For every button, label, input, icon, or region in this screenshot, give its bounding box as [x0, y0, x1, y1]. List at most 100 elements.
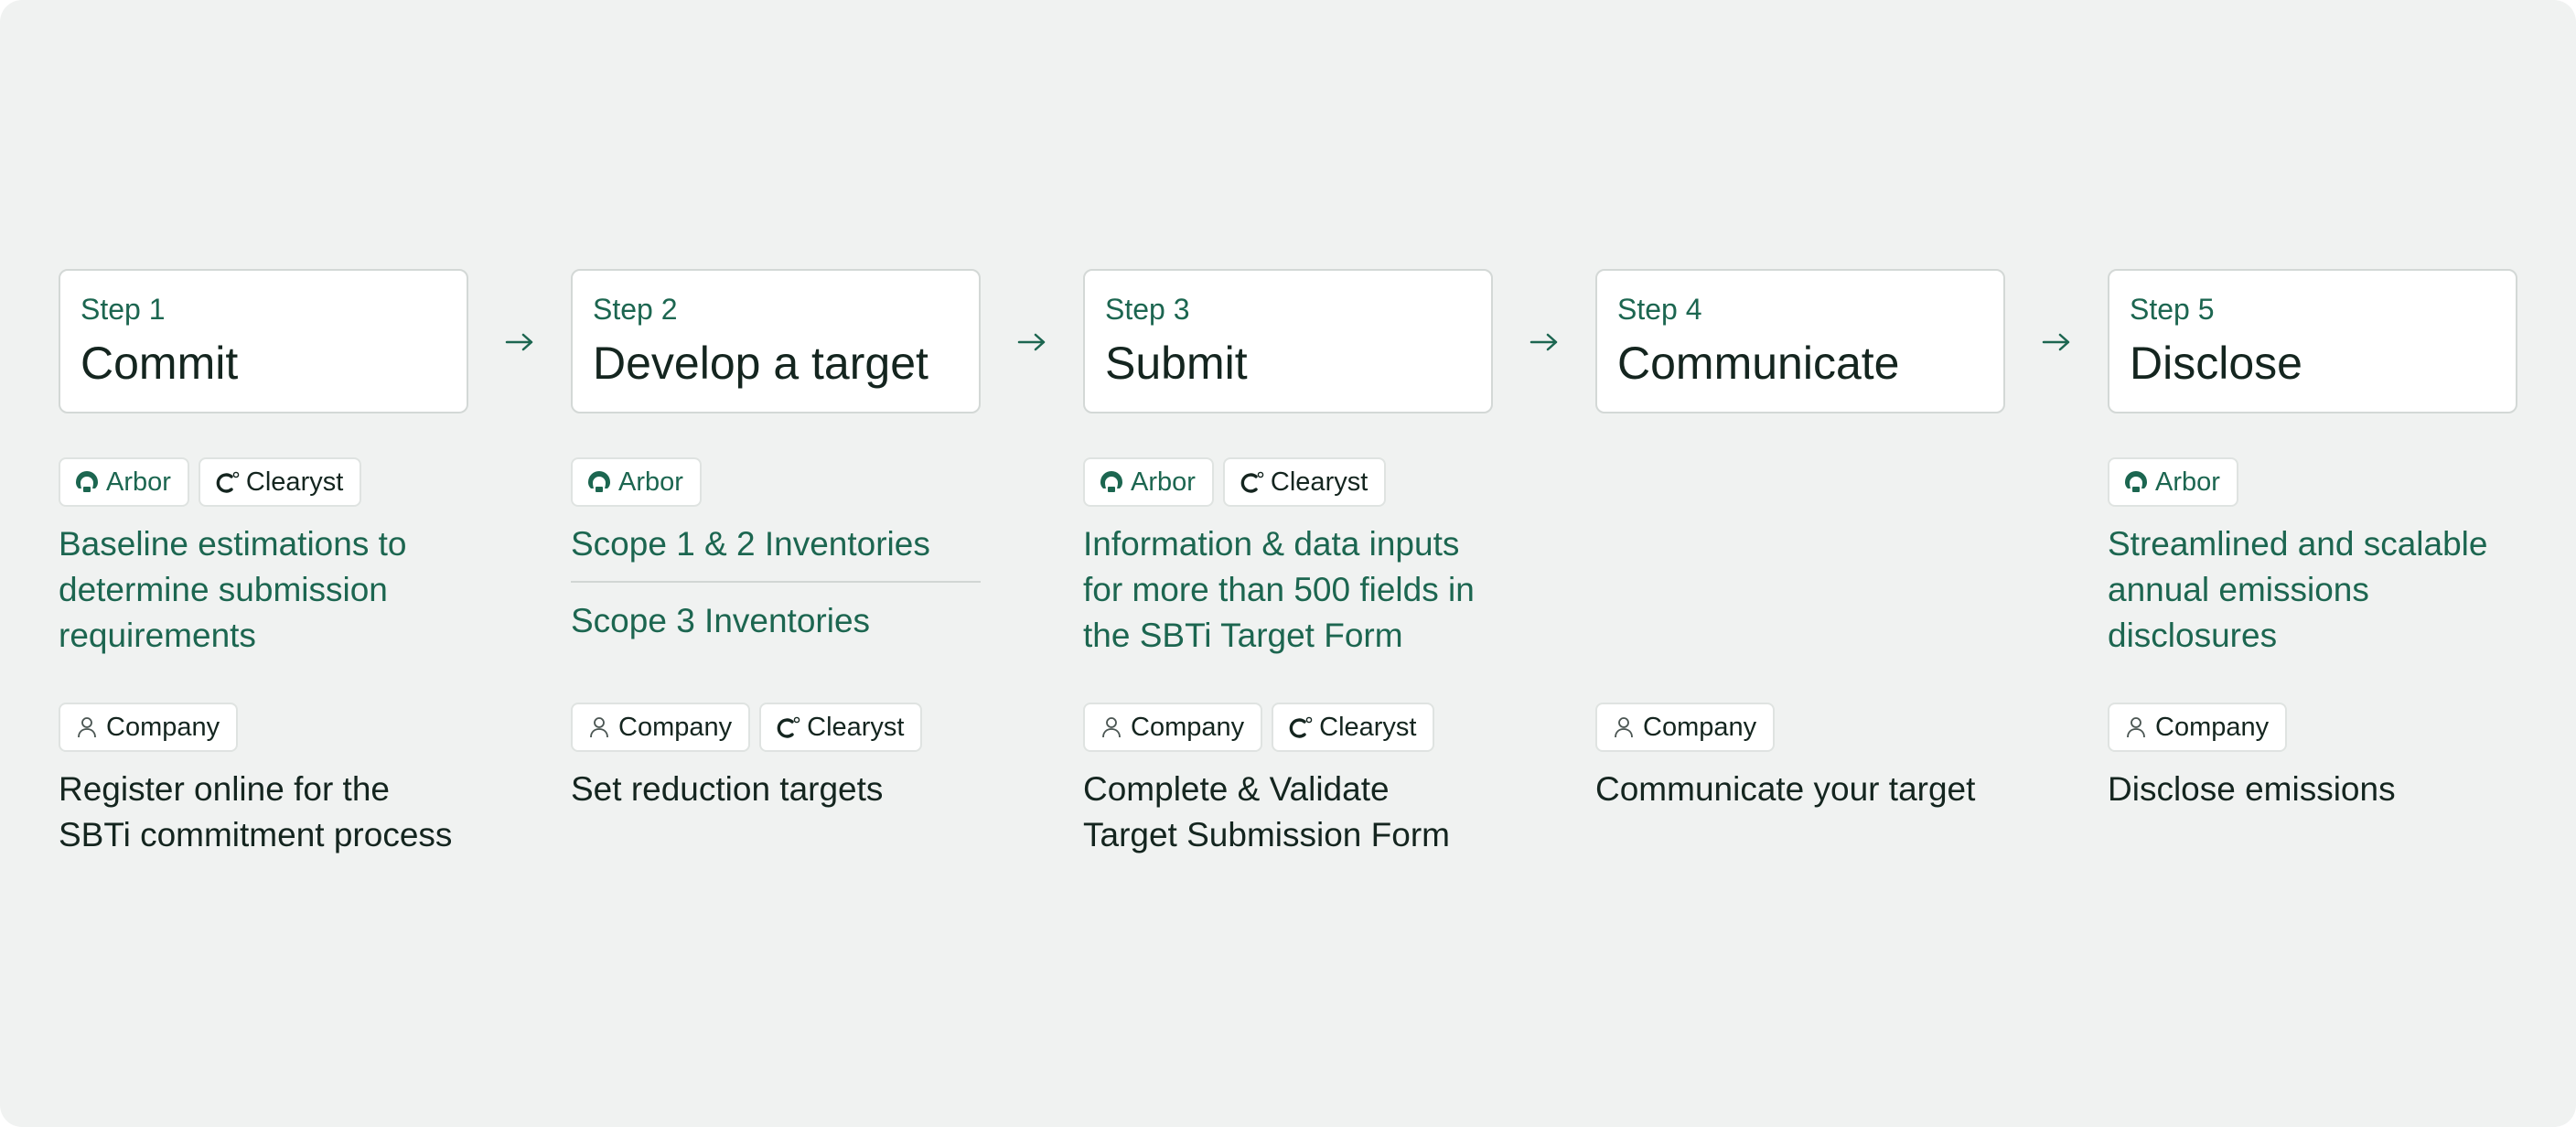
company-description: Set reduction targets — [571, 767, 1001, 812]
step-number: Step 4 — [1617, 293, 1702, 326]
company-description: Communicate your target — [1595, 767, 2025, 812]
text-line: Complete & Validate — [1083, 770, 1390, 808]
arrow-right-icon — [1530, 333, 1558, 351]
arbor-logo-icon — [2125, 471, 2147, 492]
arbor-badge: Arbor — [571, 457, 702, 507]
badge-label: Company — [618, 712, 733, 742]
step-number: Step 2 — [593, 293, 678, 326]
provider-badges: Arbor Clearyst — [1083, 457, 1387, 507]
badge-label: Clearyst — [1270, 467, 1368, 497]
badge-label: Clearyst — [807, 712, 905, 742]
company-badge: Company — [59, 703, 239, 752]
arbor-logo-icon — [588, 471, 610, 492]
text-line: Scope 3 Inventories — [571, 602, 871, 639]
badge-label: Arbor — [106, 467, 171, 497]
company-badges: Company — [59, 703, 239, 752]
company-badge: Company — [1083, 703, 1263, 752]
text-line: Set reduction targets — [571, 770, 884, 808]
person-icon — [590, 717, 608, 738]
provider-badges: Arbor Clearyst — [59, 457, 362, 507]
provider-badges: Arbor — [2108, 457, 2238, 507]
text-line: Register online for the — [59, 770, 390, 808]
arbor-badge: Arbor — [1083, 457, 1214, 507]
text-line: Baseline estimations to — [59, 525, 407, 563]
badge-label: Company — [106, 712, 220, 742]
step-card: Step 1 Commit — [59, 269, 468, 413]
provider-description-2: Scope 3 Inventories — [571, 598, 1001, 644]
person-icon — [78, 717, 96, 738]
company-description: Register online for the SBTi commitment … — [59, 767, 488, 858]
step-5: Step 5 Disclose Arbor Streamlined and sc… — [2108, 269, 2517, 808]
step-number: Step 5 — [2130, 293, 2215, 326]
step-number: Step 1 — [80, 293, 166, 326]
text-line: Streamlined and scalable — [2108, 525, 2488, 563]
text-line: Scope 1 & 2 Inventories — [571, 525, 930, 563]
badge-label: Arbor — [618, 467, 683, 497]
text-line: requirements — [59, 617, 256, 654]
text-line: disclosures — [2108, 617, 2278, 654]
text-line: Information & data inputs — [1083, 525, 1460, 563]
badge-label: Company — [1643, 712, 1757, 742]
clearyst-badge: Clearyst — [198, 457, 362, 507]
arbor-badge: Arbor — [59, 457, 189, 507]
company-badge: Company — [571, 703, 751, 752]
arbor-logo-icon — [1100, 471, 1122, 492]
clearyst-logo-icon — [216, 471, 240, 493]
text-line: annual emissions — [2108, 571, 2369, 608]
company-description: Complete & Validate Target Submission Fo… — [1083, 767, 1513, 858]
company-badges: Company Clearyst — [571, 703, 923, 752]
provider-description: Information & data inputs for more than … — [1083, 521, 1513, 659]
step-4: Step 4 Communicate Company Communicate y… — [1595, 269, 2005, 808]
text-line: Disclose emissions — [2108, 770, 2396, 808]
clearyst-logo-icon — [1240, 471, 1264, 493]
step-title: Disclose — [2130, 338, 2302, 389]
step-title: Develop a target — [593, 338, 928, 389]
company-badges: Company Clearyst — [1083, 703, 1435, 752]
text-line: determine submission — [59, 571, 388, 608]
person-icon — [2127, 717, 2145, 738]
step-1: Step 1 Commit Arbor Clearyst Baseline es… — [59, 269, 468, 853]
text-line: the SBTi Target Form — [1083, 617, 1403, 654]
person-icon — [1615, 717, 1633, 738]
arrow-right-icon — [2042, 333, 2070, 351]
step-card: Step 3 Submit — [1083, 269, 1493, 413]
step-title: Commit — [80, 338, 239, 389]
badge-label: Clearyst — [1319, 712, 1417, 742]
company-badge: Company — [1595, 703, 1776, 752]
divider — [571, 581, 981, 583]
clearyst-logo-icon — [1289, 716, 1313, 738]
step-3: Step 3 Submit Arbor Clearyst Information… — [1083, 269, 1493, 853]
text-line: for more than 500 fields in — [1083, 571, 1475, 608]
company-badges: Company — [1595, 703, 1776, 752]
step-number: Step 3 — [1105, 293, 1190, 326]
clearyst-badge: Clearyst — [1272, 703, 1435, 752]
provider-badges: Arbor — [571, 457, 702, 507]
provider-description: Baseline estimations to determine submis… — [59, 521, 488, 659]
text-line: SBTi commitment process — [59, 816, 453, 853]
arrow-right-icon — [505, 333, 533, 351]
step-card: Step 5 Disclose — [2108, 269, 2517, 413]
arrow-right-icon — [1017, 333, 1046, 351]
company-badges: Company — [2108, 703, 2288, 752]
company-description: Disclose emissions — [2108, 767, 2538, 812]
clearyst-logo-icon — [777, 716, 800, 738]
step-title: Communicate — [1617, 338, 1900, 389]
step-2: Step 2 Develop a target Arbor Scope 1 & … — [571, 269, 981, 808]
company-badge: Company — [2108, 703, 2288, 752]
step-card: Step 4 Communicate — [1595, 269, 2005, 413]
arbor-badge: Arbor — [2108, 457, 2238, 507]
arbor-logo-icon — [76, 471, 98, 492]
step-card: Step 2 Develop a target — [571, 269, 981, 413]
step-title: Submit — [1105, 338, 1248, 389]
clearyst-badge: Clearyst — [1222, 457, 1387, 507]
badge-label: Arbor — [2155, 467, 2220, 497]
text-line: Communicate your target — [1595, 770, 1976, 808]
badge-label: Company — [2155, 712, 2270, 742]
badge-label: Company — [1131, 712, 1245, 742]
badge-label: Clearyst — [245, 467, 344, 497]
badge-label: Arbor — [1131, 467, 1196, 497]
provider-description: Scope 1 & 2 Inventories — [571, 521, 1001, 567]
person-icon — [1102, 717, 1121, 738]
provider-description: Streamlined and scalable annual emission… — [2108, 521, 2538, 659]
